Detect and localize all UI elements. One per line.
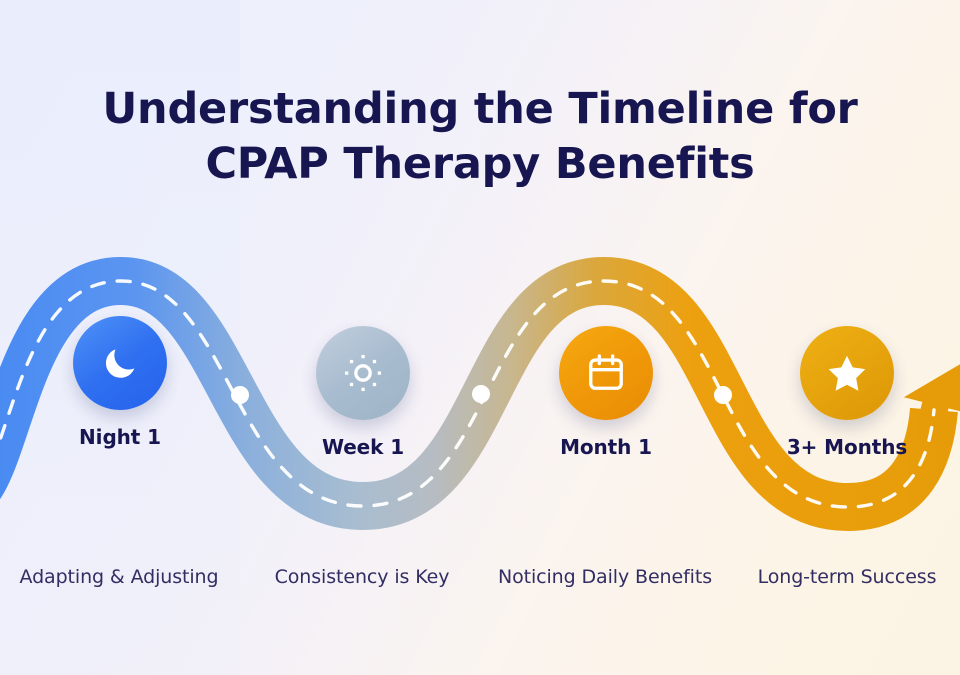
path-marker-dots [231,385,732,404]
moon-icon [105,349,135,378]
milestone-month-1-circle[interactable] [559,326,653,420]
caption-month-1: Noticing Daily Benefits [497,566,713,588]
path-marker-dot [472,385,490,403]
milestone-three-plus-months-circle[interactable] [800,326,894,420]
page-title-line-2: CPAP Therapy Benefits [205,139,755,190]
milestone-month-1[interactable]: Month 1 [526,326,686,459]
sun-icon [344,354,382,392]
ribbon-dashed-centerline [0,279,936,509]
star-icon [828,355,866,391]
milestone-night-1-label: Night 1 [79,425,161,449]
path-marker-dot [231,386,249,404]
milestone-three-plus-months[interactable]: 3+ Months [767,326,927,459]
page-title: Understanding the Timeline for CPAP Ther… [0,82,960,192]
calendar-icon [589,354,623,390]
caption-three-plus-months: Long-term Success [757,566,937,588]
caption-night-1: Adapting & Adjusting [19,566,219,588]
milestone-week-1-label: Week 1 [321,435,405,459]
milestone-three-plus-months-label: 3+ Months [786,435,908,459]
milestone-week-1[interactable]: Week 1 [283,326,443,459]
page-title-line-1: Understanding the Timeline for [102,84,858,134]
caption-week-1: Consistency is Key [274,566,450,588]
milestone-night-1-circle[interactable] [73,316,167,410]
path-arrowhead-icon [903,359,960,444]
milestone-month-1-label: Month 1 [560,435,652,459]
milestone-week-1-circle[interactable] [316,326,410,420]
path-marker-dot [714,386,732,404]
milestone-night-1[interactable]: Night 1 [40,316,200,449]
